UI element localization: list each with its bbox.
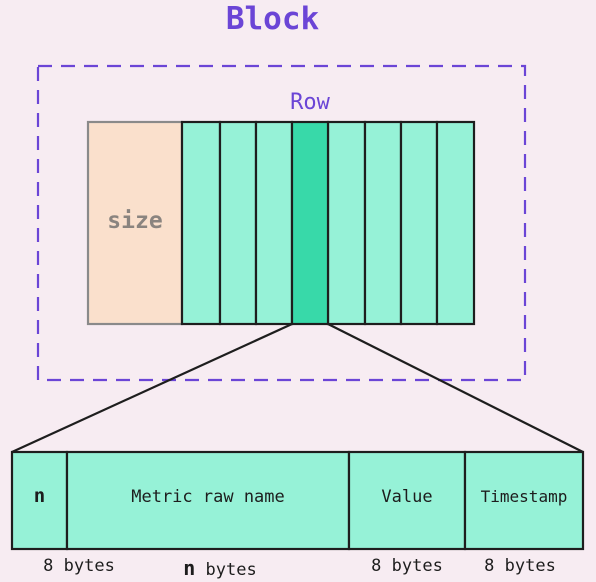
row-cell [180,120,222,326]
field-n-box [10,450,69,551]
field-timestamp-label: Timestamp [480,487,568,506]
zoom-line-right [327,323,584,453]
row-cell [363,120,403,326]
field-n-label: n [33,485,46,507]
field-timestamp-bytes: 8 bytes [484,556,556,576]
size-label: size [107,208,163,234]
block-title: Block [225,1,320,37]
field-value-label: Value [381,487,433,507]
field-metric-raw-name-bytes: n bytes [183,556,257,580]
field-n-bytes: 8 bytes [43,556,115,576]
row-cell-highlighted [290,120,330,326]
zoom-line-left [11,322,293,454]
field-metric-raw-name-box [65,450,351,551]
field-metric-raw-name-label: Metric raw name [131,487,285,507]
block-boundary [36,64,527,382]
field-timestamp-box [463,450,585,551]
zoom-lines [11,322,584,454]
row-label: Row [290,90,330,115]
row-cell [218,120,258,326]
row-cell [254,120,294,326]
field-value-box [347,450,467,551]
row-cells [180,120,476,326]
row-cell [399,120,439,326]
row-cell [435,120,476,326]
field-value-bytes: 8 bytes [371,556,443,576]
row-fields [10,450,585,551]
row-cell [326,120,367,326]
